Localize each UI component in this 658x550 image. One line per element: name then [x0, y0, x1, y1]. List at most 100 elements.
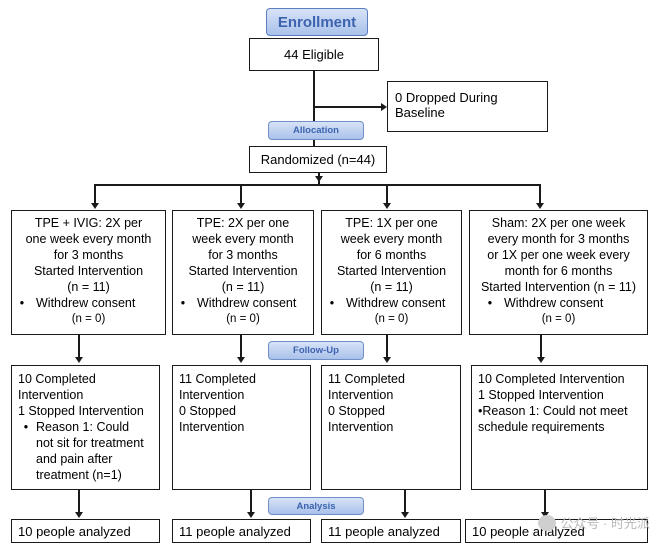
connector-arm1-fu — [78, 335, 80, 357]
fu2-line: Intervention — [179, 388, 245, 402]
arm-box-3: TPE: 1X per one week every month for 6 m… — [321, 210, 462, 335]
analysis-2-text: 11 people analyzed — [179, 524, 291, 539]
fu2-line: 11 Completed — [179, 372, 256, 386]
analysis-box-2: 11 people analyzed — [172, 519, 311, 543]
randomized-text: Randomized (n=44) — [260, 152, 376, 167]
arm2-withdrew: Withdrew consent — [197, 296, 297, 310]
arm4-withdrew-n: (n = 0) — [541, 313, 576, 325]
arrow-arm-1 — [91, 203, 99, 209]
followup-box-3: 11 Completed Intervention 0 Stopped Inte… — [321, 365, 461, 490]
connector-branch — [94, 184, 540, 186]
fu1-reason: treatment (n=1) — [36, 468, 122, 482]
connector-fu1-an — [78, 490, 80, 512]
arrow-arm-2 — [237, 203, 245, 209]
arrow-arm-4 — [536, 203, 544, 209]
allocation-text: Allocation — [293, 125, 339, 136]
arm2-line: TPE: 2X per one — [196, 216, 290, 230]
watermark-text: 公众号 · 时光派 — [560, 516, 650, 531]
fu3-line: 0 Stopped — [328, 404, 385, 418]
connector-fu3-an — [404, 490, 406, 512]
arm4-line: every month for 3 months — [487, 232, 630, 246]
followup-box-2: 11 Completed Intervention 0 Stopped Inte… — [172, 365, 311, 490]
arrow-fu-1 — [75, 357, 83, 363]
fu1-reason: not sit for treatment — [36, 436, 144, 450]
fu3-line: 11 Completed — [328, 372, 405, 386]
arm2-line: week every month — [192, 232, 294, 246]
watermark: 公众号 · 时光派 — [538, 513, 650, 532]
connector-fu4-an — [544, 490, 546, 512]
allocation-label: Allocation — [268, 121, 364, 140]
followup-box-1: 10 Completed Intervention 1 Stopped Inte… — [11, 365, 160, 490]
arm-box-4: Sham: 2X per one week every month for 3 … — [469, 210, 648, 335]
connector-arm2-fu — [240, 335, 242, 357]
arrow-fu-4 — [537, 357, 545, 363]
arm-box-1: TPE + IVIG: 2X per one week every month … — [11, 210, 166, 335]
arrow-an-3 — [401, 512, 409, 518]
arm3-line: for 6 months — [356, 248, 427, 262]
arm1-line: TPE + IVIG: 2X per — [34, 216, 143, 230]
connector-alloc-down — [313, 140, 315, 146]
analysis-box-1: 10 people analyzed — [11, 519, 160, 543]
bullet-dot: • — [329, 296, 335, 310]
analysis-box-4: 10 people analyzed — [465, 519, 648, 543]
arm4-withdrew: Withdrew consent — [504, 296, 604, 310]
dropped-text: 0 Dropped During Baseline — [395, 90, 498, 120]
arrow-fu-3 — [383, 357, 391, 363]
enrollment-label: Enrollment — [266, 8, 368, 36]
fu1-reason: and pain after — [36, 452, 113, 466]
arm1-line: one week every month — [25, 232, 152, 246]
branch-drop-3 — [386, 184, 388, 203]
fu4-line: schedule requirements — [478, 420, 605, 434]
arm3-line: week every month — [340, 232, 443, 246]
arrow-rand — [315, 176, 323, 182]
arm1-withdrew: Withdrew consent — [36, 296, 136, 310]
arm1-line: Started Intervention — [33, 264, 144, 278]
arm2-line: (n = 11) — [221, 280, 265, 294]
followup-box-4: 10 Completed Intervention 1 Stopped Inte… — [471, 365, 648, 490]
analysis-3-text: 11 people analyzed — [328, 524, 440, 539]
fu4-line: 1 Stopped Intervention — [478, 388, 604, 402]
fu3-line: Intervention — [328, 388, 394, 402]
arm3-withdrew-n: (n = 0) — [374, 313, 409, 325]
arm3-line: TPE: 1X per one — [345, 216, 438, 230]
connector-eligible-down — [313, 71, 315, 121]
arm1-withdrew-n: (n = 0) — [71, 313, 106, 325]
arm4-line: or 1X per one week every — [487, 248, 630, 262]
analysis-label: Analysis — [268, 497, 364, 515]
branch-drop-4 — [539, 184, 541, 203]
randomized-box: Randomized (n=44) — [249, 146, 387, 173]
arm4-line: Started Intervention (n = 11) — [480, 280, 637, 294]
arm1-line: for 3 months — [53, 248, 124, 262]
followup-label: Follow-Up — [268, 341, 364, 360]
arm2-line: Started Intervention — [188, 264, 298, 278]
connector-to-dropped — [313, 106, 381, 108]
arm1-line: (n = 11) — [67, 280, 110, 294]
connector-fu2-an — [250, 490, 252, 512]
arrow-an-1 — [75, 512, 83, 518]
arrow-arm-3 — [383, 203, 391, 209]
followup-text: Follow-Up — [293, 345, 339, 356]
wechat-icon — [538, 514, 557, 531]
bullet-dot: • — [487, 296, 493, 310]
arm2-withdrew-n: (n = 0) — [226, 313, 260, 325]
fu2-line: 0 Stopped — [179, 404, 236, 418]
dropped-box: 0 Dropped During Baseline — [387, 81, 548, 132]
arm4-line: month for 6 months — [504, 264, 613, 278]
bullet-dot: • — [19, 296, 25, 310]
eligible-box: 44 Eligible — [249, 38, 379, 71]
eligible-text: 44 Eligible — [284, 47, 344, 62]
fu1-reason: Reason 1: Could — [36, 420, 130, 434]
fu1-line: 10 Completed — [18, 372, 96, 386]
analysis-box-3: 11 people analyzed — [321, 519, 461, 543]
connector-arm3-fu — [386, 335, 388, 357]
fu3-line: Intervention — [328, 420, 394, 434]
connector-arm4-fu — [540, 335, 542, 357]
arm4-line: Sham: 2X per one week — [491, 216, 626, 230]
fu4-line: 10 Completed Intervention — [478, 372, 625, 386]
branch-drop-1 — [94, 184, 96, 203]
analysis-1-text: 10 people analyzed — [18, 524, 131, 539]
bullet-dot: • — [180, 296, 186, 310]
arm-box-2: TPE: 2X per one week every month for 3 m… — [172, 210, 314, 335]
analysis-4-text: 10 people analyzed — [472, 524, 585, 539]
enrollment-text: Enrollment — [277, 13, 357, 31]
